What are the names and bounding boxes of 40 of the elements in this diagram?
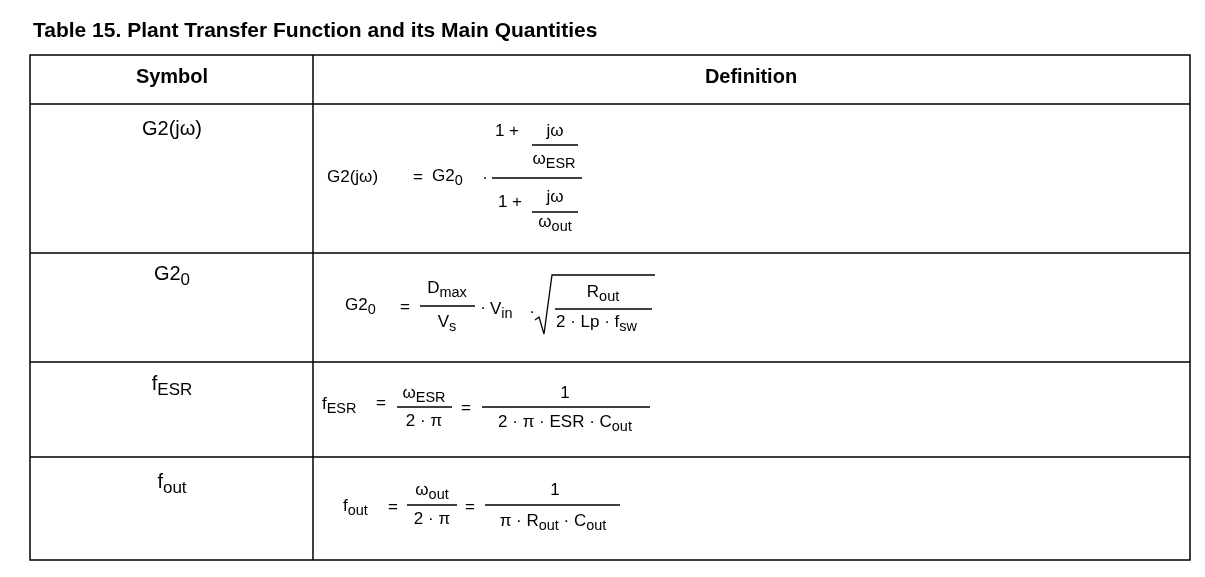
- formula-term: ·: [480, 298, 486, 318]
- formula-term: 1 +: [494, 121, 520, 141]
- formula-term: ω$_{ESR}$: [402, 383, 446, 407]
- formula-term: D$_{max}$: [427, 278, 467, 302]
- formula-term: ·: [482, 168, 488, 188]
- formula-term: G2$_{0}$: [345, 295, 376, 319]
- formula-term: ω$_{ESR}$: [532, 149, 576, 173]
- formula-term: =: [376, 393, 386, 413]
- formula-term: G2$_{0}$: [432, 166, 463, 190]
- symbol-text: G2(jω): [141, 117, 203, 139]
- formula-term: V$_{s}$: [437, 312, 457, 336]
- formula-term: 1 +: [497, 192, 523, 212]
- formula-term: f$_{out}$: [343, 496, 368, 520]
- formula-term: =: [461, 398, 471, 418]
- formula-term: G2(jω): [327, 167, 379, 187]
- formula-term: 2 · Lp · f$_{sw}$: [556, 312, 637, 336]
- formula-term: 2 · π: [413, 509, 451, 529]
- table-title: Table 15. Plant Transfer Function and its Main Quantities: [33, 18, 598, 42]
- formula-term: f$_{ESR}$: [322, 394, 357, 418]
- formula-term: 1: [560, 383, 570, 403]
- formula-term: R$_{out}$: [586, 282, 620, 306]
- formula-term: 2 · π · ESR · C$_{out}$: [498, 412, 632, 436]
- formula-term: ω$_{out}$: [538, 212, 572, 236]
- formula-term: =: [388, 497, 398, 517]
- column-header: Definition: [704, 65, 798, 87]
- column-header: Symbol: [135, 65, 209, 87]
- formula-term: V$_{in}$: [490, 299, 513, 323]
- formula-term: jω: [546, 121, 564, 141]
- formula-term: =: [465, 497, 475, 517]
- formula-term: 2 · π: [405, 411, 443, 431]
- symbol-text: f$_{ESR}$: [151, 372, 193, 400]
- formula-term: ω$_{out}$: [415, 480, 449, 504]
- formula-term: ·: [529, 302, 535, 322]
- formula-term: π · R$_{out}$ · C$_{out}$: [499, 511, 607, 535]
- formula-term: =: [400, 297, 410, 317]
- formula-term: 1: [550, 480, 560, 500]
- formula-term: jω: [546, 187, 564, 207]
- formula-term: =: [413, 167, 423, 187]
- symbol-text: G2$_{0}$: [153, 262, 191, 290]
- symbol-text: f$_{out}$: [157, 470, 187, 498]
